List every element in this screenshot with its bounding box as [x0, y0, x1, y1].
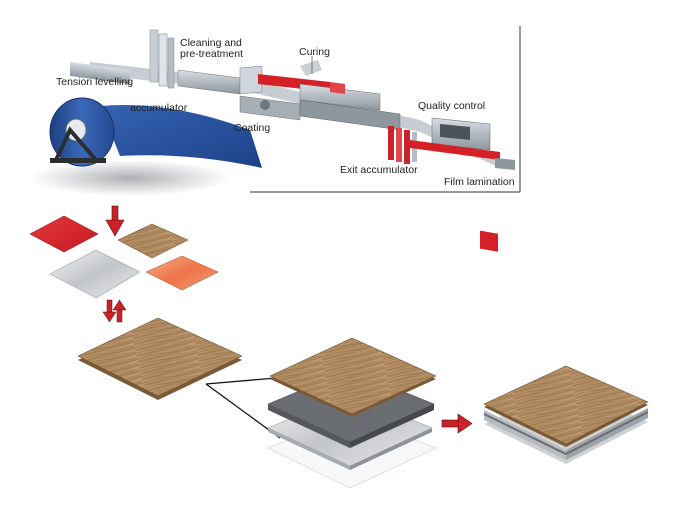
- label-film-lamination: Film lamination: [444, 176, 515, 188]
- label-cleaning-line2: pre-treatment: [180, 48, 244, 60]
- coated-panel-large: [77, 317, 243, 400]
- coil-coating-line: [70, 29, 515, 252]
- label-accumulator: accumulator: [130, 102, 188, 114]
- production-line-frame: [250, 26, 521, 193]
- finish-sample-red: [29, 215, 99, 253]
- arrow-swap-icon: [102, 299, 127, 323]
- layer-wood-coating: [269, 337, 437, 417]
- arrow-down-icon: [105, 205, 125, 237]
- finished-composite-panel: [483, 365, 649, 464]
- label-curing: Curing: [299, 46, 330, 58]
- arrow-right-icon: [441, 413, 473, 434]
- label-tension-levelling: Tension levelling: [56, 76, 134, 88]
- finish-sample-copper: [145, 255, 219, 291]
- label-coating: Coating: [234, 122, 271, 134]
- finish-sample-wood: [117, 223, 189, 259]
- steel-coil: [30, 97, 262, 196]
- exploded-layers: [267, 337, 437, 489]
- label-quality-control: Quality control: [418, 100, 486, 112]
- label-cleaning-line1: Cleaning and: [180, 37, 242, 49]
- finish-sample-silver: [49, 249, 141, 299]
- callout-lines: [205, 377, 281, 439]
- label-exit-accumulator: Exit accumulator: [340, 164, 418, 176]
